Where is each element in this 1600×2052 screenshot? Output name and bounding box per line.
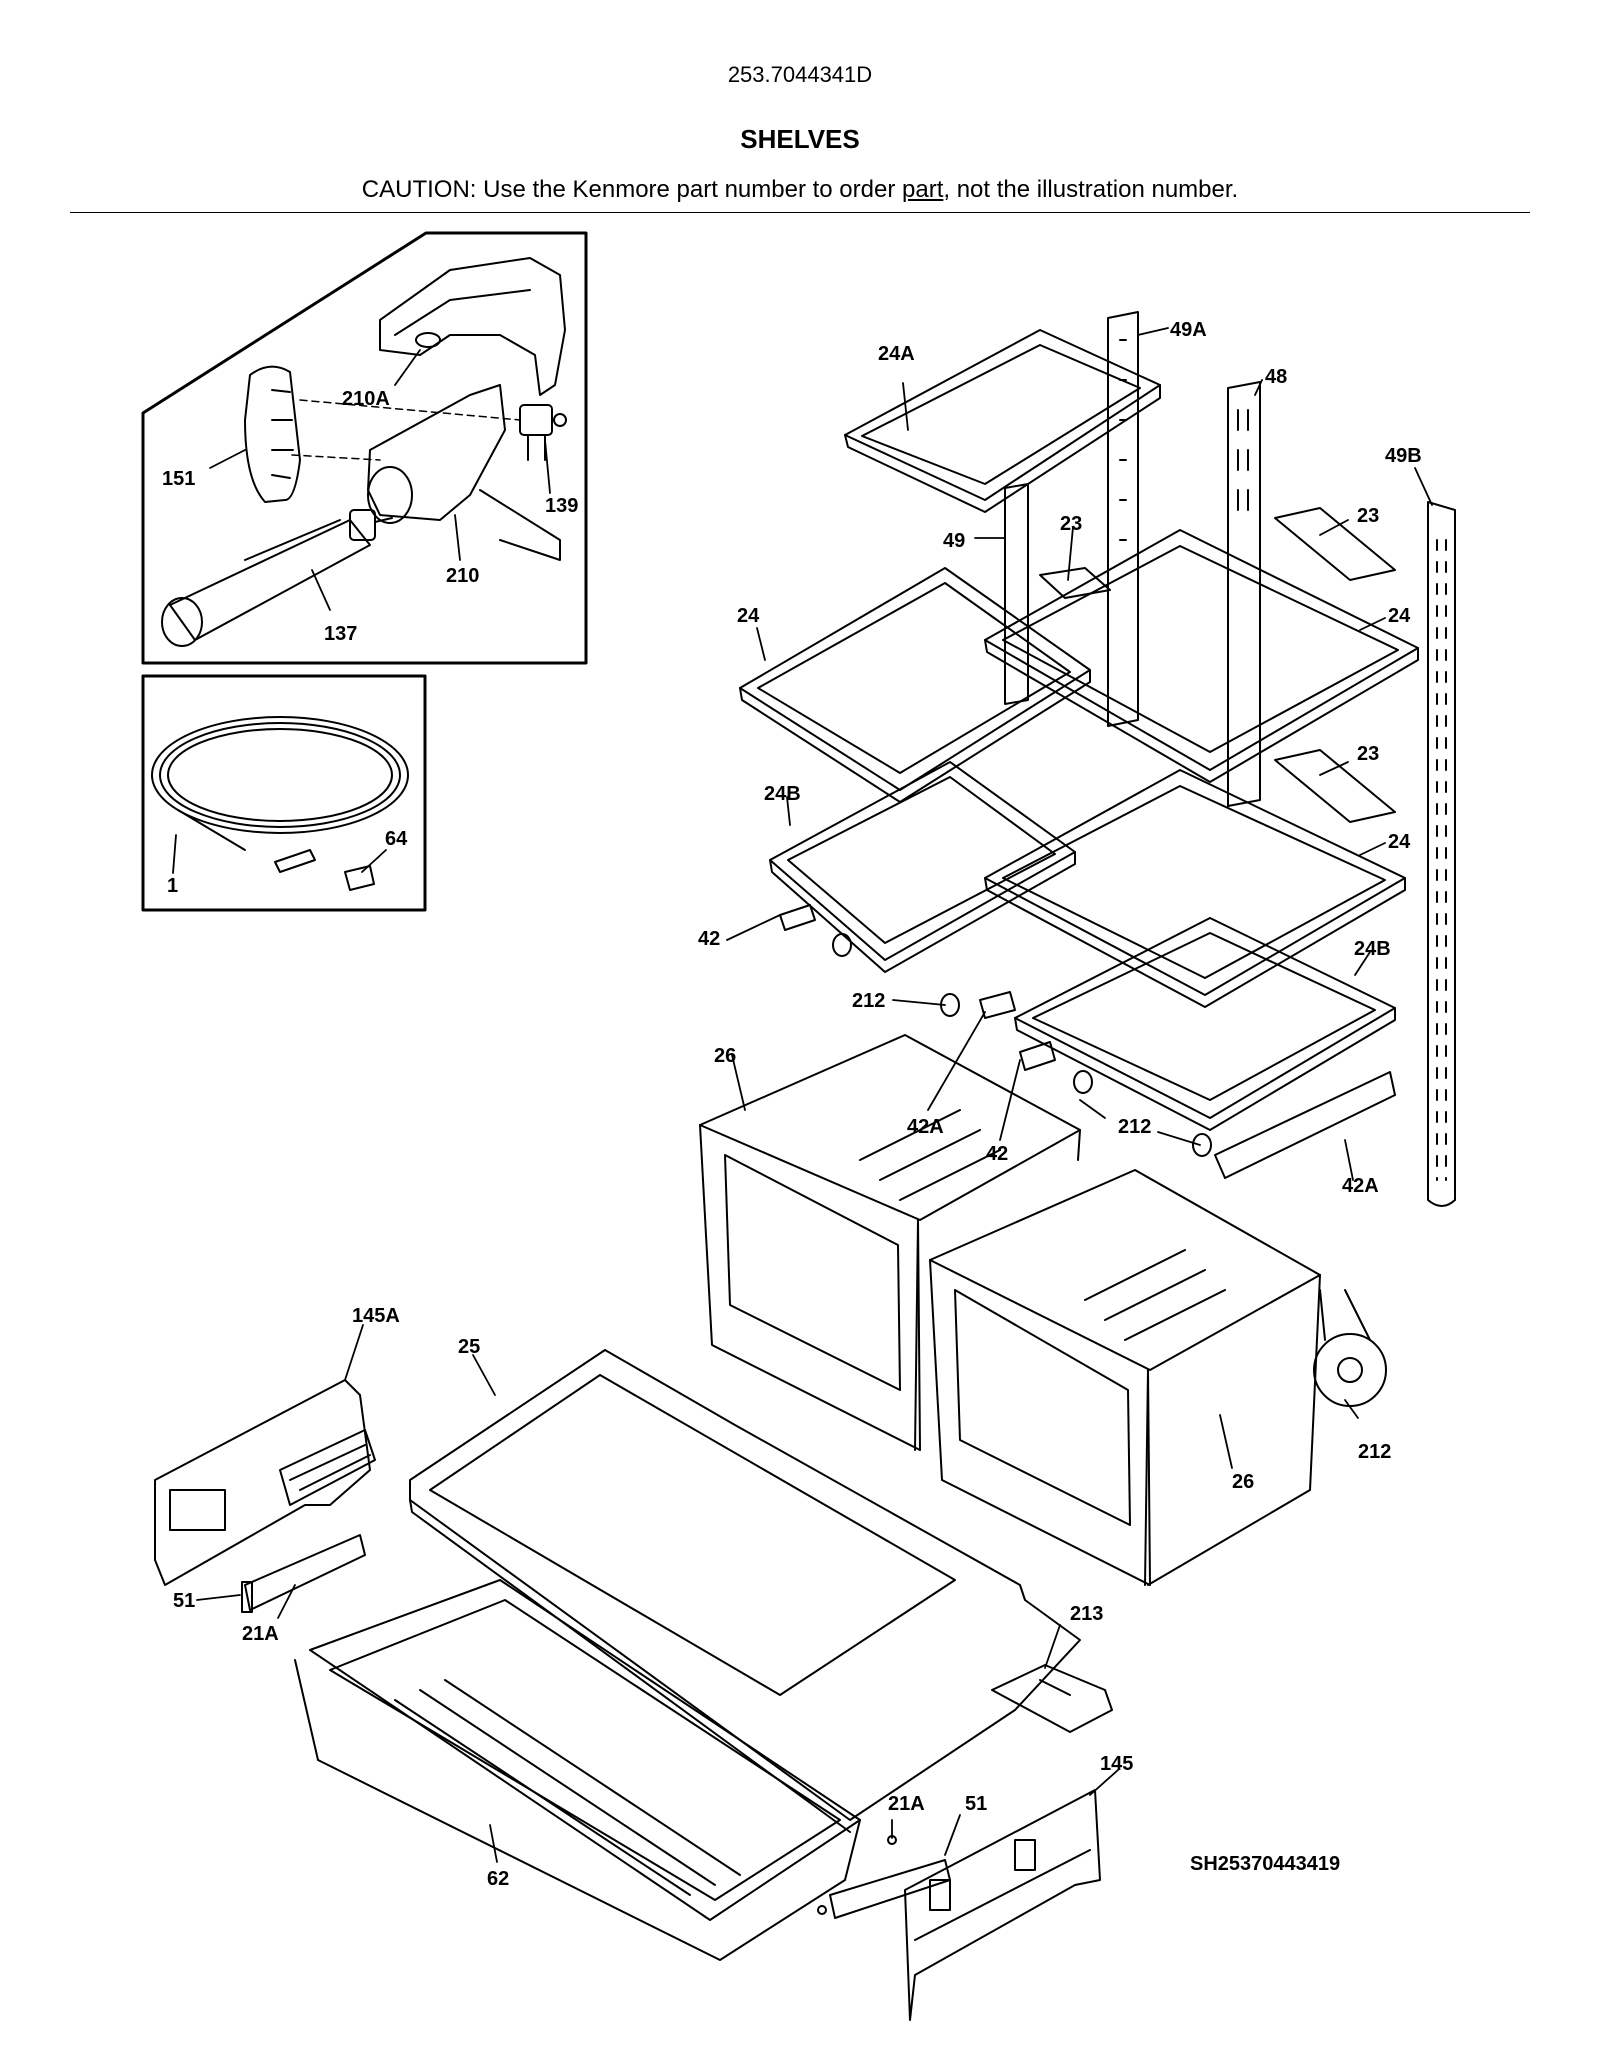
- filter-head: [367, 384, 561, 561]
- callout-145: 145: [1100, 1753, 1133, 1775]
- filter-housing-cover: [379, 257, 566, 396]
- roller-1: [832, 933, 852, 957]
- roller-4: [1192, 1133, 1212, 1157]
- caution-text-before: CAUTION: Use the Kenmore part number to …: [361, 176, 902, 203]
- shelf-24-right-lower: [984, 769, 1406, 1008]
- callout-42A-center: 42A: [907, 1116, 944, 1138]
- shelf-24-left: [739, 567, 1091, 803]
- callout-212-detail: 212: [1358, 1441, 1391, 1463]
- callout-labels: 210A 151 139 210 137 1 64 24A 49A 48 49B…: [162, 319, 1422, 1890]
- crisper-brackets: [779, 904, 1396, 1179]
- pantry-cover-25: [409, 1349, 1081, 1833]
- callout-24-right-upper: 24: [1388, 605, 1411, 627]
- callout-42-center: 42: [986, 1143, 1008, 1165]
- filter-bypass-cap: [244, 365, 301, 503]
- callout-49: 49: [943, 530, 965, 552]
- callout-21A-left: 21A: [242, 1623, 279, 1645]
- shelf-24-right-upper: [984, 529, 1419, 783]
- page-title: SHELVES: [740, 124, 860, 154]
- rail-48: [1227, 381, 1261, 807]
- callout-49A: 49A: [1170, 319, 1207, 341]
- callout-24-left: 24: [737, 605, 760, 627]
- callout-212-center: 212: [1118, 1116, 1151, 1138]
- shelf-24A: [844, 329, 1161, 513]
- diagram-code: SH25370443419: [1190, 1853, 1341, 1875]
- callout-26-lower: 26: [1232, 1471, 1254, 1493]
- callout-24-right-lower: 24: [1388, 831, 1411, 853]
- caution-part-link[interactable]: part: [902, 176, 944, 203]
- rail-49A: [1107, 311, 1139, 727]
- filter-dashed-guides: [291, 399, 521, 461]
- pantry-control-145: [904, 1789, 1101, 2021]
- pantry-slide-51-left: [241, 1534, 366, 1613]
- brace-23-b: [1274, 749, 1396, 823]
- bracket-42-left: [779, 904, 816, 931]
- caution-note: CAUTION: Use the Kenmore part number to …: [0, 176, 1600, 204]
- callout-137: 137: [324, 623, 357, 645]
- callout-51-left: 51: [173, 1590, 195, 1612]
- callout-24A: 24A: [878, 343, 915, 365]
- callout-210: 210: [446, 565, 479, 587]
- water-tubing-coil: [151, 716, 409, 851]
- callout-24B-left: 24B: [764, 783, 801, 805]
- header-divider: [70, 212, 1530, 213]
- model-number: 253.7044341D: [727, 62, 873, 87]
- callout-51-right: 51: [965, 1793, 987, 1815]
- callout-23-center: 23: [1060, 513, 1082, 535]
- water-filter-inset: [141, 231, 588, 665]
- pantry-drawer-62: [294, 1579, 861, 1961]
- callout-42-left: 42: [698, 928, 720, 950]
- callout-25: 25: [458, 1336, 480, 1358]
- bracket-42-center: [1019, 1041, 1056, 1071]
- tube-fittings: [274, 849, 375, 891]
- brace-23-c: [1039, 567, 1111, 599]
- filter-valve: [519, 404, 567, 461]
- callout-23-right-lower: 23: [1357, 743, 1379, 765]
- callout-64: 64: [385, 828, 408, 850]
- caution-text-after: , not the illustration number.: [943, 176, 1239, 203]
- callout-26-upper: 26: [714, 1045, 736, 1067]
- bracket-42A-right: [1214, 1071, 1396, 1179]
- callout-42A-right: 42A: [1342, 1175, 1379, 1197]
- inset-frame-2: [141, 674, 427, 912]
- callout-21A-right: 21A: [888, 1793, 925, 1815]
- pantry-hinge-213: [991, 1664, 1113, 1733]
- roller-detail-circle: [1313, 1333, 1387, 1407]
- inset-frame: [141, 231, 588, 665]
- shelf-cross-braces: [1039, 507, 1396, 823]
- callout-49B: 49B: [1385, 445, 1422, 467]
- brace-23-a: [1274, 507, 1396, 581]
- callout-210A: 210A: [342, 388, 390, 410]
- callout-48: 48: [1265, 366, 1287, 388]
- leader-lines: [172, 327, 1433, 1863]
- crisper-drawer-upper: [699, 1034, 1081, 1451]
- rail-49: [1004, 483, 1029, 705]
- water-line-inset: [141, 674, 427, 912]
- rail-49B: [1427, 501, 1456, 1207]
- callout-145A: 145A: [352, 1305, 400, 1327]
- callout-62: 62: [487, 1868, 509, 1890]
- callout-213: 213: [1070, 1603, 1103, 1625]
- callout-24B-right: 24B: [1354, 938, 1391, 960]
- bracket-42A-center: [979, 991, 1016, 1019]
- shelf-24B-left: [769, 761, 1076, 973]
- roller-3: [1073, 1070, 1093, 1094]
- callout-212-upper: 212: [852, 990, 885, 1012]
- callout-139: 139: [545, 495, 578, 517]
- crisper-drawer-lower: [929, 1169, 1321, 1586]
- shelf-24B-right: [1014, 917, 1396, 1131]
- callout-1: 1: [167, 875, 178, 897]
- water-filter-cartridge: [161, 509, 393, 647]
- callout-23-right-upper: 23: [1357, 505, 1379, 527]
- callout-151: 151: [162, 468, 195, 490]
- pantry-control-145A: [154, 1379, 376, 1586]
